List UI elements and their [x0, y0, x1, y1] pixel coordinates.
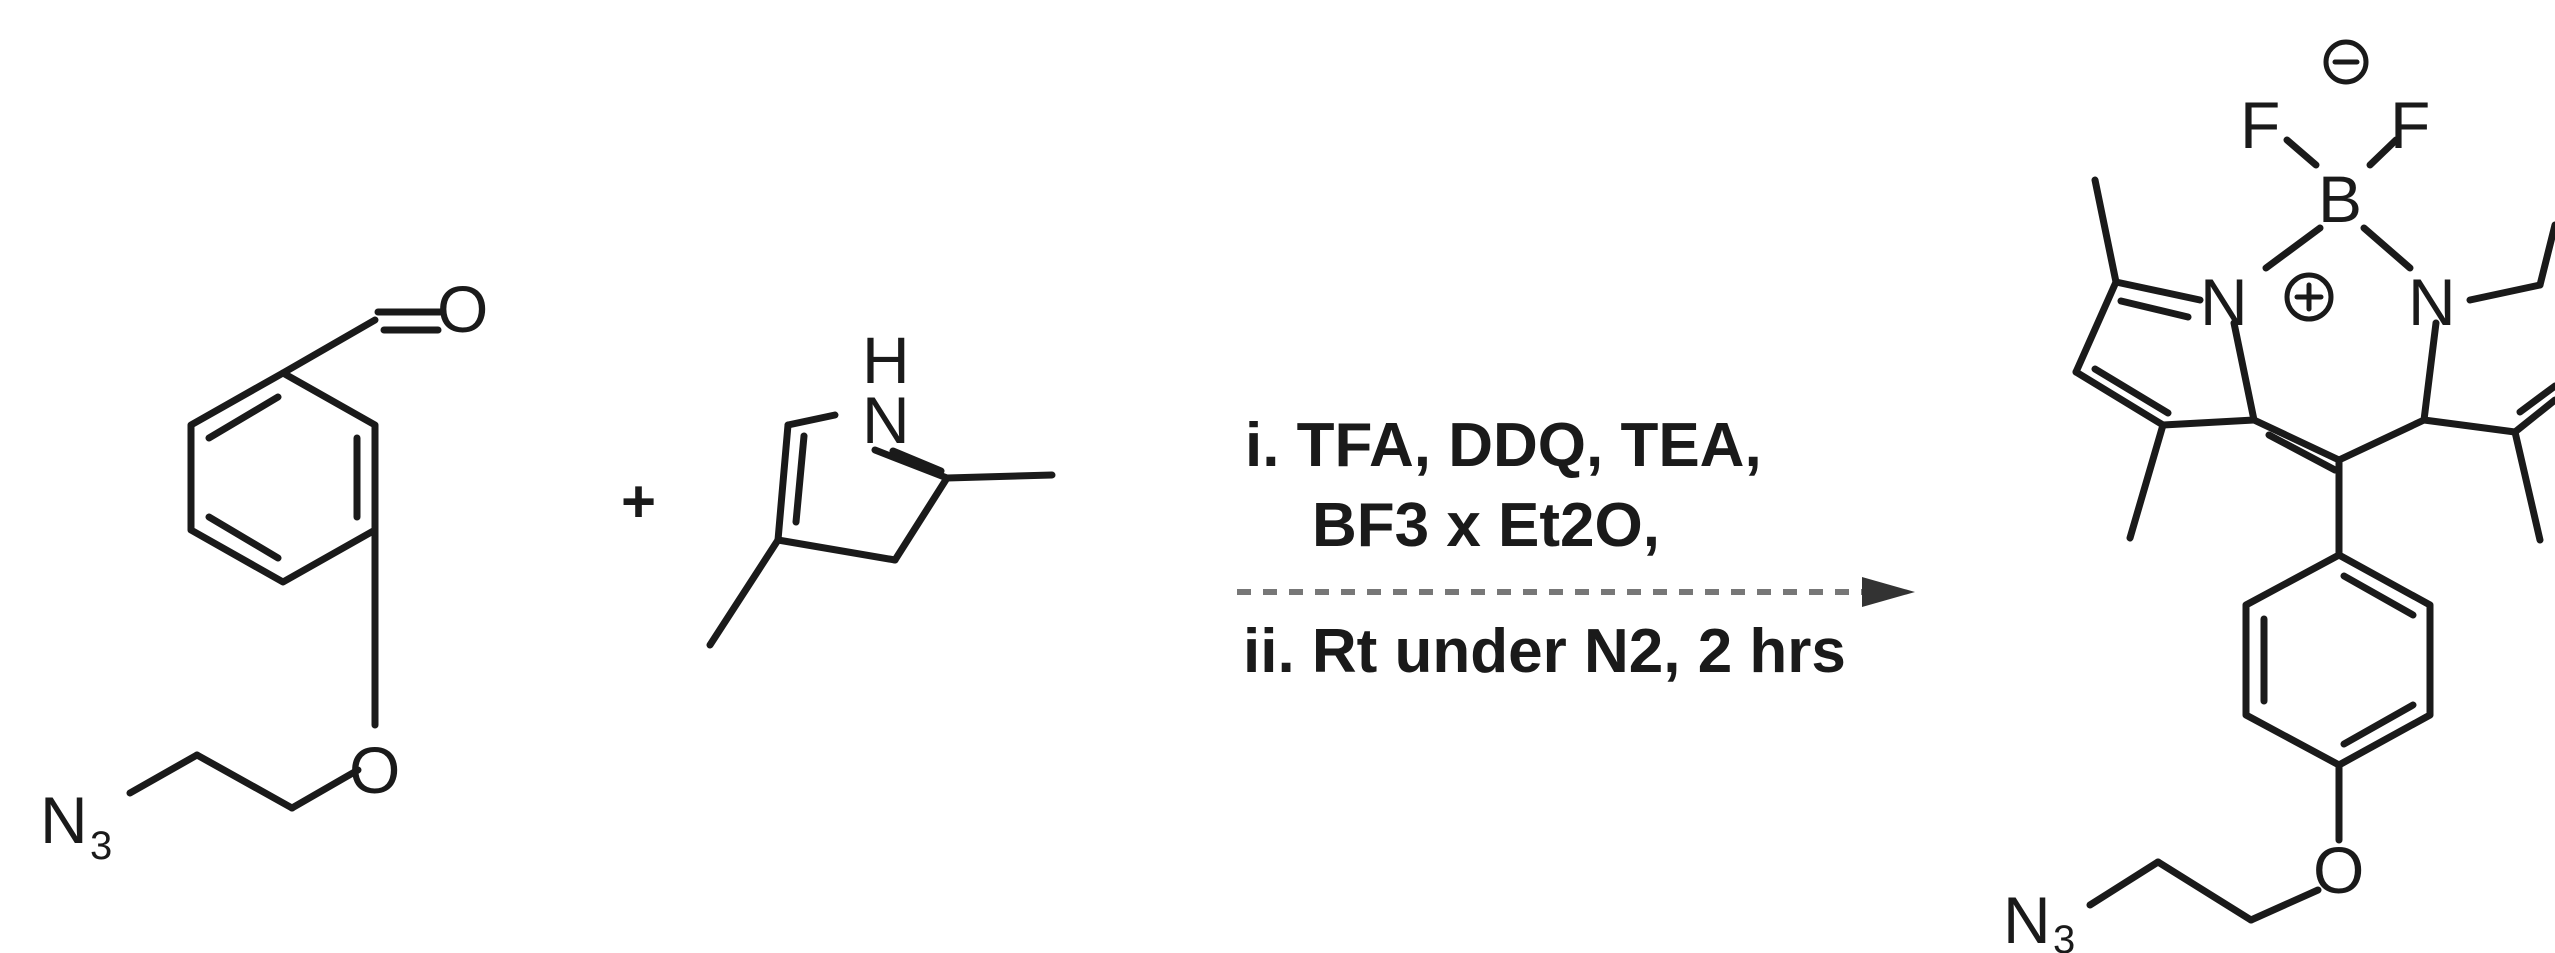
- conditions-line-3: ii. Rt under N2, 2 hrs: [1243, 617, 1846, 686]
- bodipy-product: F F B N N O N 3: [2003, 39, 2555, 953]
- nitrogen-left-label: N: [2200, 265, 2248, 339]
- boron-label: B: [2318, 162, 2362, 236]
- conditions-line-1: i. TFA, DDQ, TEA,: [1245, 411, 1762, 480]
- reaction-conditions: i. TFA, DDQ, TEA, BF3 x Et2O, ii. Rt und…: [1243, 411, 1846, 686]
- positive-charge-icon: [2284, 272, 2334, 322]
- plus-sign: +: [621, 468, 656, 535]
- pyrrole-h-label: H: [862, 323, 910, 397]
- pyrrole-reactant: H N: [706, 323, 1056, 649]
- aldehyde-oxygen-label: O: [437, 272, 488, 346]
- nitrogen-right-label: N: [2408, 265, 2456, 339]
- product-azide-subscript-label: 3: [2053, 918, 2075, 953]
- negative-charge-icon: [2323, 39, 2369, 85]
- pyrrole-n-label: N: [862, 383, 910, 457]
- aldehyde-reactant: O O N 3: [40, 272, 488, 868]
- arrow-head-icon: [1862, 577, 1915, 607]
- bodipy-bonds: [2072, 136, 2555, 924]
- azide-subscript-label: 3: [90, 824, 112, 868]
- azide-n-label: N: [40, 783, 88, 857]
- product-azide-n-label: N: [2003, 883, 2051, 953]
- conditions-line-2: BF3 x Et2O,: [1312, 491, 1660, 560]
- reaction-arrow: [1237, 577, 1915, 607]
- aldehyde-bonds: [126, 308, 444, 812]
- fluorine-right-label: F: [2390, 88, 2430, 162]
- fluorine-left-label: F: [2240, 88, 2280, 162]
- ether-oxygen-label: O: [349, 733, 400, 807]
- product-ether-oxygen-label: O: [2313, 833, 2364, 907]
- pyrrole-bonds: [706, 411, 1056, 649]
